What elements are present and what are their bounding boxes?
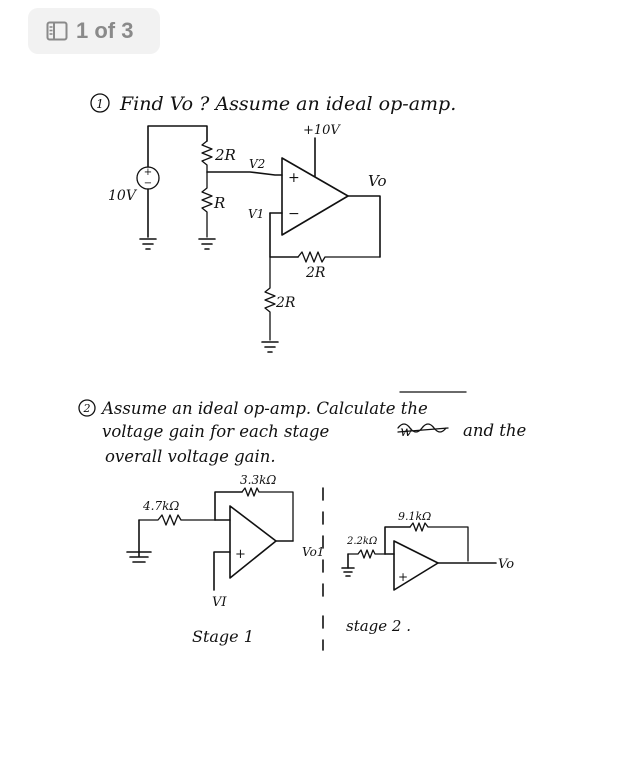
resistor-R-label: R xyxy=(213,194,225,212)
page-counter: 1 of 3 xyxy=(76,18,134,43)
output-label: Vo xyxy=(368,172,387,190)
problem-2-question-line2: voltage gain for each stage xyxy=(102,422,330,441)
stage1-feedback-left-wire xyxy=(214,491,243,521)
source-plus: + xyxy=(144,167,152,178)
stage2-feedback-left-wire xyxy=(384,526,411,555)
ground-symbol xyxy=(341,567,355,577)
node-v1-label: V1 xyxy=(248,207,264,221)
v2-wire xyxy=(206,171,283,176)
ground-symbol xyxy=(198,238,216,250)
op-amp-plus: + xyxy=(288,170,300,186)
stage2-feedback-resistor-label: 9.1kΩ xyxy=(398,510,431,523)
problem-2: 2 Assume an ideal op-amp. Calculate the … xyxy=(78,391,527,651)
stage2-op-amp-plus: + xyxy=(398,570,408,584)
op-amp xyxy=(281,157,349,236)
stage1-input-label: VI xyxy=(212,595,227,610)
ground-resistor-label: 2R xyxy=(275,295,296,311)
problem-2-question-line2-end: and the xyxy=(463,421,527,440)
problem-1: 1 Find Vo ? Assume an ideal op-amp. + − … xyxy=(90,93,456,353)
stage1-feedback-resistor xyxy=(241,487,294,542)
stage2-output-label: Vo xyxy=(498,557,514,572)
node-v2-label: V2 xyxy=(249,157,265,171)
stage2-input-resistor-label: 2.2kΩ xyxy=(346,536,377,547)
op-amp-minus: − xyxy=(288,206,300,222)
stage1-label: Stage 1 xyxy=(192,627,254,646)
resistor-2R-top xyxy=(201,140,213,173)
stage2-op-amp xyxy=(393,540,439,591)
source-top-wire xyxy=(147,125,208,168)
stage2-label: stage 2 . xyxy=(346,617,411,635)
output-wire xyxy=(347,195,381,258)
problem-number-circle xyxy=(78,399,96,417)
stage1-output-label: Vo1 xyxy=(302,545,324,559)
stage1-input-resistor xyxy=(138,514,216,526)
source-label: 10V xyxy=(108,188,138,204)
problem-2-number: 2 xyxy=(83,402,91,415)
resistor-2R-top-label: 2R xyxy=(214,146,236,164)
supply-label: +10V xyxy=(303,123,341,138)
stage-1-circuit: 4.7kΩ 3.3kΩ + VI Vo1 Stage 1 xyxy=(126,473,324,646)
problem-1-question: Find Vo ? Assume an ideal op-amp. xyxy=(119,93,456,115)
scribbled-out-word: w xyxy=(397,423,449,440)
source-minus: − xyxy=(144,178,152,189)
stage1-feedback-resistor-label: 3.3kΩ xyxy=(240,473,276,487)
stage2-input-resistor xyxy=(347,549,386,559)
feedback-resistor-label: 2R xyxy=(305,265,326,281)
ground-symbol xyxy=(126,551,152,563)
problem-2-question-line1: Assume an ideal op-amp. Calculate the xyxy=(100,399,428,418)
problem-2-question-line3: overall voltage gain. xyxy=(105,447,276,466)
stage1-input-wire xyxy=(213,551,231,591)
stage1-input-resistor-label: 4.7kΩ xyxy=(142,499,179,513)
stage1-op-amp-plus: + xyxy=(235,547,246,562)
stage2-feedback-resistor xyxy=(409,522,469,562)
page-counter-pill[interactable]: 1 of 3 xyxy=(28,8,160,54)
stage1-op-amp xyxy=(229,505,277,579)
resistor-R xyxy=(201,171,213,238)
feedback-resistor-2R xyxy=(297,251,381,263)
problem-number-circle xyxy=(90,93,110,113)
ground-symbol xyxy=(139,238,157,250)
stage-2-circuit: 2.2kΩ 9.1kΩ + Vo stage 2 . xyxy=(341,510,514,635)
ground-symbol xyxy=(261,341,279,353)
problem-1-number: 1 xyxy=(96,97,104,111)
pages-icon xyxy=(46,21,68,41)
ground-resistor-2R xyxy=(264,256,276,341)
